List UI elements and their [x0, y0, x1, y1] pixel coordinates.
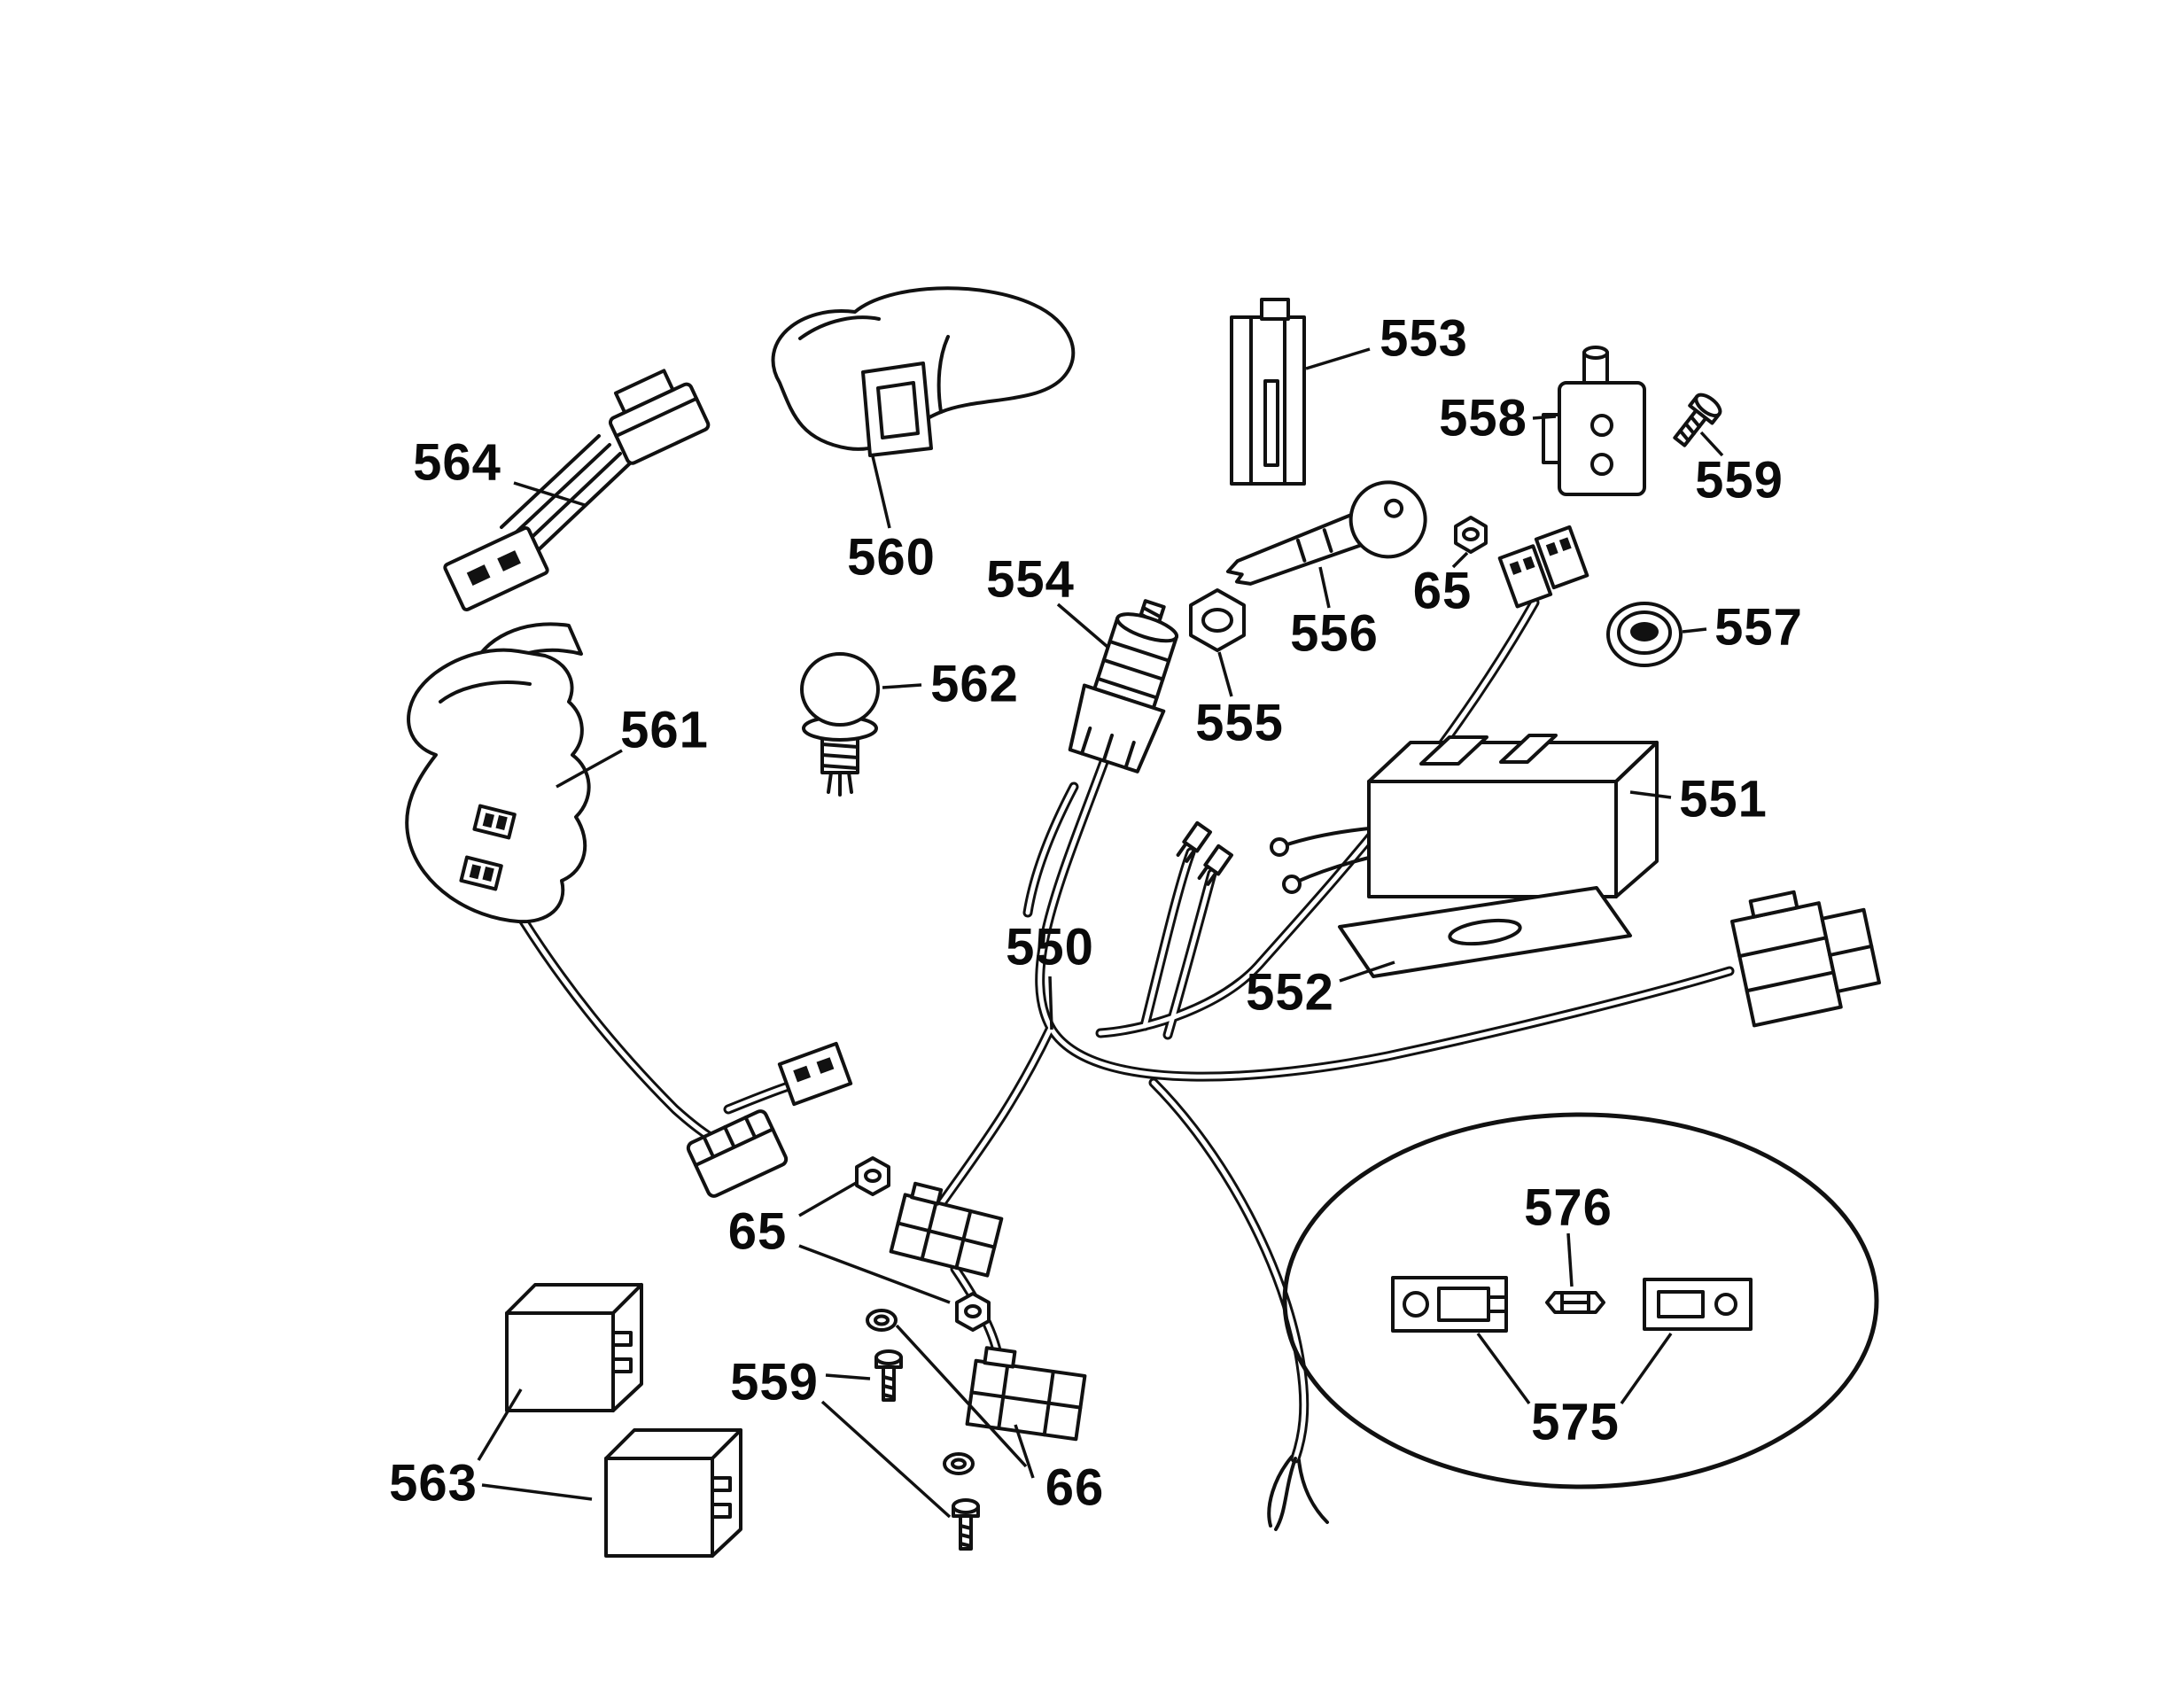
harness-connector-c2	[965, 1346, 1087, 1442]
leader-line-557	[1682, 627, 1707, 634]
leader-line-65-bottom	[798, 1180, 859, 1217]
frayed-wire-ends	[1267, 1455, 1329, 1531]
leader-line-550	[1048, 976, 1053, 1030]
leader-line-559-top	[1699, 431, 1724, 457]
part-560-strap	[771, 286, 1076, 457]
part-575-lamp-holder-right	[1643, 1278, 1753, 1331]
part-553-bracket	[1230, 298, 1306, 486]
leader-line-576	[1566, 1232, 1574, 1287]
leader-line-575	[1476, 1332, 1531, 1405]
leader-line-559-bottom	[820, 1400, 952, 1519]
part-551-module	[1270, 734, 1659, 898]
part-558-interlock-switch	[1542, 346, 1646, 496]
wiring-harness-550	[517, 525, 1881, 1531]
part-554-ignition-switch	[1068, 599, 1179, 774]
leader-line-556	[1318, 566, 1331, 609]
leader-line-558	[1532, 415, 1557, 420]
part-575-lamp-holder-left	[1391, 1276, 1508, 1333]
harness-terminal-forks	[1176, 820, 1233, 886]
leader-line-553	[1305, 347, 1371, 370]
leader-line-561	[556, 749, 623, 789]
part-65-nut-top	[1454, 516, 1488, 554]
part-576-bulb	[1545, 1291, 1605, 1314]
leader-line-65-top	[1451, 551, 1469, 569]
part-559-screw-top	[1673, 393, 1722, 447]
leader-line-551	[1629, 790, 1672, 799]
part-65-nut-bottom-1	[855, 1156, 890, 1196]
leader-line-564	[513, 481, 586, 507]
leader-line-66	[895, 1324, 1028, 1468]
part-559-screw-bottom-2	[952, 1498, 980, 1551]
leader-line-563	[481, 1483, 593, 1501]
leader-line-575	[1620, 1332, 1673, 1405]
leader-line-563	[477, 1388, 523, 1461]
leader-line-66	[1014, 1424, 1035, 1479]
fastener-group	[855, 1156, 991, 1551]
part-559-screw-bottom-1	[874, 1349, 903, 1402]
detail-balloon-575-576	[1282, 1112, 1879, 1489]
leader-line-65-bottom	[798, 1244, 951, 1304]
leader-line-552	[1339, 960, 1395, 983]
leader-line-554	[1056, 603, 1109, 649]
leader-line-559-bottom	[825, 1373, 871, 1380]
harness-plug-connector	[686, 1109, 789, 1198]
part-66-washer-2	[943, 1452, 975, 1475]
part-552-plate	[1338, 886, 1632, 978]
part-561-housing	[405, 622, 591, 924]
part-66-washer-1	[866, 1309, 898, 1332]
part-557-grommet	[1606, 602, 1683, 667]
harness-small-connector	[777, 1041, 853, 1107]
leader-lines	[477, 347, 1724, 1519]
part-555-hex-nut	[1189, 588, 1246, 652]
part-563-relays	[505, 1283, 742, 1558]
leader-line-560	[871, 455, 891, 529]
part-556-key	[1225, 480, 1427, 586]
part-562-push-button	[800, 652, 880, 797]
harness-top-connectors	[1497, 525, 1589, 609]
leader-line-562	[882, 683, 922, 689]
part-65-nut-bottom-2	[955, 1292, 991, 1332]
part-564-connector-cable	[443, 369, 711, 612]
leader-line-555	[1217, 651, 1233, 697]
harness-connector-c1	[889, 1181, 1004, 1278]
harness-main-connector	[1730, 890, 1881, 1028]
